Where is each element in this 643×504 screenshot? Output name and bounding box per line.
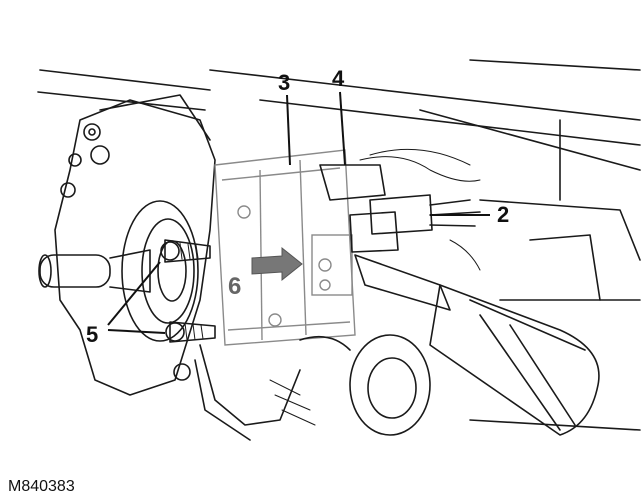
figure-reference: M840383 xyxy=(8,478,75,495)
callout-3: 3 xyxy=(278,70,290,95)
screw-upper xyxy=(160,239,211,263)
callout-2: 2 xyxy=(497,202,509,227)
callout-5: 5 xyxy=(86,322,98,347)
lower-column xyxy=(194,334,431,441)
switch-stalk xyxy=(354,254,600,436)
column-bracket xyxy=(54,94,216,396)
screw-lower xyxy=(165,321,216,343)
steering-shaft xyxy=(38,200,199,342)
removal-arrow xyxy=(251,246,303,282)
connectors xyxy=(319,148,481,271)
leader-lines xyxy=(107,91,490,334)
callout-4: 4 xyxy=(332,66,345,91)
switch-module-ghost xyxy=(214,149,356,346)
callout-6: 6 xyxy=(228,273,241,300)
dashboard-panel xyxy=(37,59,641,431)
